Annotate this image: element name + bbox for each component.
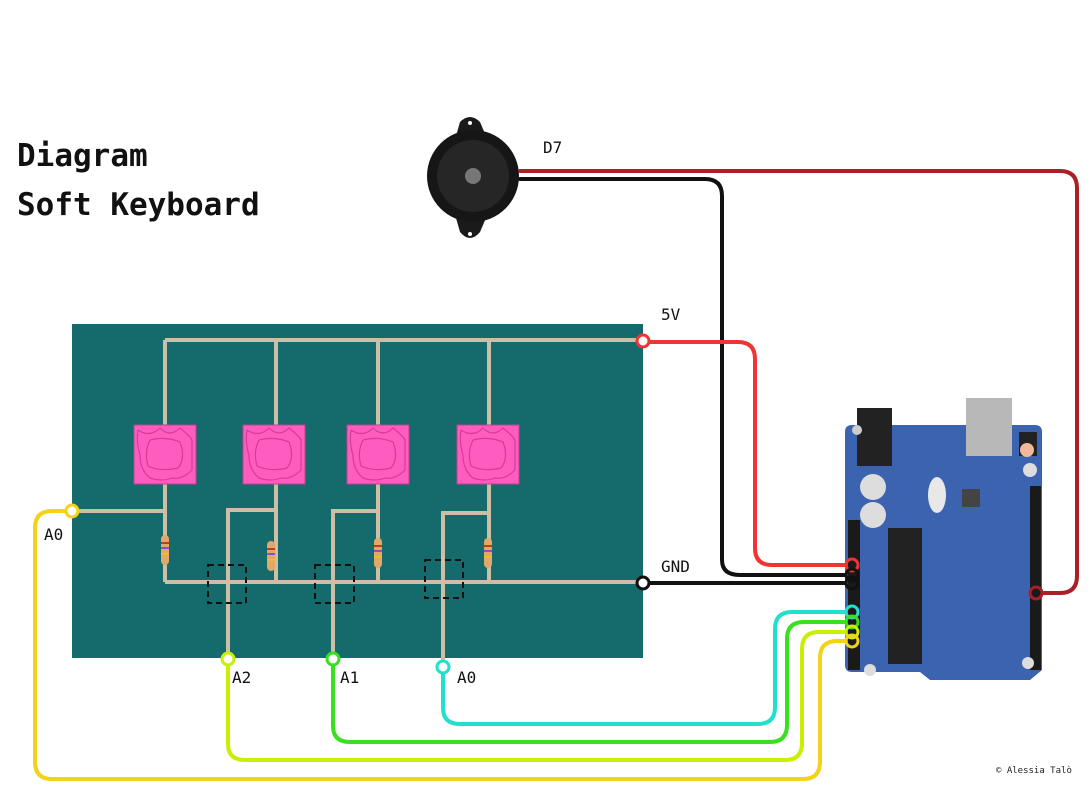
label-gnd: GND [661,557,690,576]
pad-1 [133,424,197,485]
pad-4 [456,424,520,485]
terminal-5v [635,333,651,349]
label-a0-left: A0 [44,525,63,544]
pad-3 [346,424,410,485]
terminal-a0-left [64,503,80,519]
pin-5v [844,557,860,573]
pin-a2 [844,624,860,640]
title-line-2: Soft Keyboard [17,187,260,223]
resistor-2 [267,541,275,571]
pin-gnd-1 [844,567,860,583]
pin-a3 [844,633,860,649]
piezo-buzzer [427,117,519,238]
label-d7: D7 [543,138,562,157]
pad-2 [242,424,306,485]
wire-a1-green [331,620,852,744]
wire-5v [641,340,852,567]
resistor-1 [161,535,169,565]
wire-buzzer-gnd [518,177,852,577]
soft-keyboard-board [72,324,643,662]
terminals [64,333,1044,675]
resistor-3 [374,538,382,568]
resistor-4 [484,538,492,568]
arduino-uno [845,398,1042,680]
wire-a2-lime [226,630,852,762]
label-a2: A2 [232,668,251,687]
copyright: © Alessia Talò [996,765,1072,776]
junction-box-2 [314,564,355,604]
pin-gnd-2 [844,575,860,591]
terminal-a2 [220,651,236,667]
label-a1: A1 [340,668,359,687]
terminal-gnd [635,575,651,591]
pin-a1 [844,614,860,630]
label-a0-bottom: A0 [457,668,476,687]
pressure-pads [133,424,520,485]
pin-d7 [1028,585,1044,601]
label-5v: 5V [661,305,681,324]
junction-box-1 [207,564,247,604]
terminal-a1 [325,651,341,667]
title-line-1: Diagram [17,138,148,174]
pin-a0 [844,604,860,620]
resistors [161,535,492,571]
terminal-a0-bottom [435,659,451,675]
wire-a0-cyan [441,610,852,726]
junction-box-3 [424,559,464,599]
wire-a0-yellow [33,509,852,781]
wire-d7 [518,169,1079,595]
wires [33,169,1079,781]
